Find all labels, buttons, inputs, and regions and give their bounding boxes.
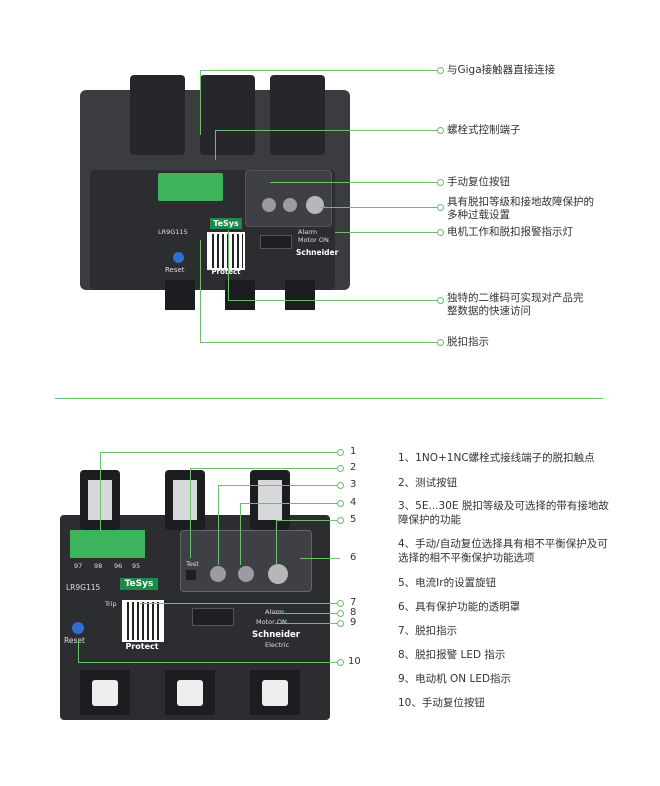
feature-item: 5、电流Ir的设置旋钮 xyxy=(398,577,497,589)
motor-on-label: Motor ON xyxy=(256,618,287,626)
qr-caption: Protect xyxy=(211,268,241,276)
section-divider xyxy=(55,398,603,399)
callout-number-6: 6 xyxy=(350,552,357,563)
terminal-95: 95 xyxy=(132,562,141,570)
top-device-photo: TeSys Protect LR9G115 Reset Alarm Motor … xyxy=(70,70,360,315)
callout-number-1: 1 xyxy=(350,446,357,457)
callout-number-9: 9 xyxy=(350,617,357,628)
dial-icon[interactable] xyxy=(210,566,226,582)
feature-item: 7、脱扣指示 xyxy=(398,625,458,637)
callout-number-4: 4 xyxy=(350,497,357,508)
test-label: Test xyxy=(186,560,199,568)
callout-giga: 与Giga接触器直接连接 xyxy=(447,64,556,76)
terminal-block xyxy=(70,530,145,558)
qr-caption: Protect xyxy=(125,642,159,651)
reset-button[interactable] xyxy=(173,252,184,263)
reset-label: Reset xyxy=(64,636,85,645)
reset-button[interactable] xyxy=(72,622,84,634)
feature-item: 4、手动/自动复位选择具有相不平衡保护及可选择的相不平衡保护功能选项 xyxy=(398,538,608,564)
qr-code xyxy=(207,232,245,270)
model-label: LR9G115 xyxy=(66,583,101,592)
callout-reset: 手动复位按钮 xyxy=(447,176,510,188)
dial-icon[interactable] xyxy=(268,564,288,584)
feature-item: 8、脱扣报警 LED 指示 xyxy=(398,649,506,661)
control-terminals xyxy=(158,173,223,201)
feature-item: 6、具有保护功能的透明罩 xyxy=(398,601,521,613)
callout-terminals: 螺栓式控制端子 xyxy=(447,124,521,136)
maker-logo: Schneider xyxy=(252,630,300,640)
callout-trip: 脱扣指示 xyxy=(447,336,489,348)
feature-item: 3、5E...30E 脱扣等级及可选择的带有接地故障保护的功能 xyxy=(398,500,609,526)
callout-indicators: 电机工作和脱扣报警指示灯 xyxy=(447,226,573,238)
callout-number-3: 3 xyxy=(350,479,357,490)
trip-window xyxy=(260,235,292,249)
callout-number-2: 2 xyxy=(350,462,357,473)
terminal-98: 98 xyxy=(94,562,103,570)
reset-label: Reset xyxy=(165,266,185,274)
terminal-97: 97 xyxy=(74,562,83,570)
dial-icon[interactable] xyxy=(238,566,254,582)
motor-on-label: Motor ON xyxy=(298,236,329,244)
model-label: LR9G115 xyxy=(158,228,188,236)
dial-icon[interactable] xyxy=(262,198,276,212)
maker-logo: Schneider xyxy=(296,248,339,257)
callout-qr: 独特的二维码可实现对产品完整数据的快速访问 xyxy=(447,292,584,317)
bottom-device-photo: 97 98 96 95 Test LR9G115 TeSys Trip Prot… xyxy=(60,470,330,720)
dial-icon[interactable] xyxy=(283,198,297,212)
transparent-cover xyxy=(180,530,312,592)
test-button[interactable] xyxy=(186,570,196,580)
feature-item: 1、1NO+1NC螺栓式接线端子的脱扣触点 xyxy=(398,452,595,464)
alarm-label: Alarm xyxy=(298,228,318,236)
callout-number-7: 7 xyxy=(350,597,357,608)
brand-badge: TeSys xyxy=(210,218,242,229)
alarm-label: Alarm xyxy=(265,608,285,616)
feature-item: 10、手动复位按钮 xyxy=(398,697,485,709)
terminal-96: 96 xyxy=(114,562,123,570)
dial-icon[interactable] xyxy=(306,196,324,214)
feature-item: 9、电动机 ON LED指示 xyxy=(398,673,512,685)
trip-window xyxy=(192,608,234,626)
callout-number-8: 8 xyxy=(350,607,357,618)
trip-label: Trip xyxy=(105,600,117,608)
maker-sub: Electric xyxy=(265,641,290,649)
callout-settings: 具有脱扣等级和接地故障保护的多种过载设置 xyxy=(447,196,594,221)
callout-number-5: 5 xyxy=(350,514,357,525)
brand-badge: TeSys xyxy=(120,578,158,590)
feature-item: 2、测试按钮 xyxy=(398,477,458,489)
callout-number-10: 10 xyxy=(348,656,361,667)
qr-code xyxy=(122,600,164,642)
